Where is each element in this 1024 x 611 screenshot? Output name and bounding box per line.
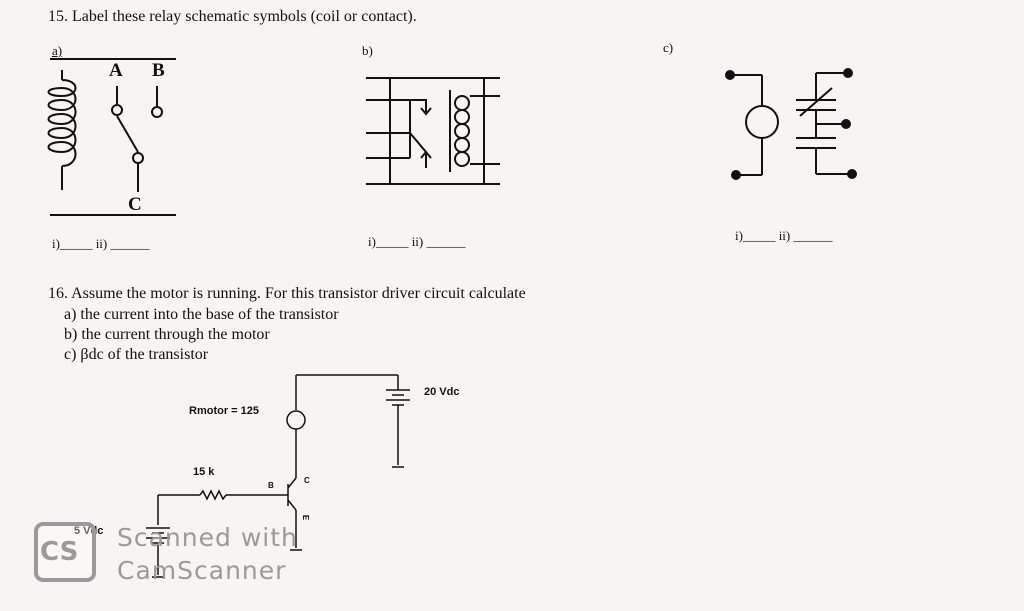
relay-c-symbol xyxy=(725,68,857,180)
resistor-15k-label: 15 k xyxy=(193,466,215,478)
contact-b-label: B xyxy=(152,60,165,81)
question-16-part-a: a) the current into the base of the tran… xyxy=(64,306,339,323)
contact-c-label: C xyxy=(128,194,142,215)
motor-resistance-label: Rmotor = 125 xyxy=(189,405,259,417)
part-a-label: a) xyxy=(52,43,63,58)
answer-blanks-b: i)_____ ii) ______ xyxy=(368,234,466,249)
answer-blanks-c: i)_____ ii) ______ xyxy=(735,228,833,243)
part-b-label: b) xyxy=(362,43,373,58)
watermark-line-2: CamScanner xyxy=(117,556,287,585)
question-16-title: 16. Assume the motor is running. For thi… xyxy=(48,285,526,302)
supply-20v-label: 20 Vdc xyxy=(424,386,460,398)
question-16-part-c: c) βdc of the transistor xyxy=(64,346,209,363)
relay-a-symbol xyxy=(47,58,176,216)
answer-blanks-a: i)_____ ii) ______ xyxy=(52,236,150,251)
base-pin-label: B xyxy=(268,481,274,490)
emitter-pin-label: E xyxy=(301,514,311,521)
relay-b-symbol xyxy=(366,77,500,185)
question-16-part-b: b) the current through the motor xyxy=(64,326,270,343)
transistor-circuit xyxy=(146,374,410,578)
part-c-label: c) xyxy=(663,40,674,55)
watermark-line-1: Scanned with xyxy=(117,523,298,552)
contact-a-label: A xyxy=(109,60,123,81)
collector-pin-label: C xyxy=(304,476,310,485)
question-15-title: 15. Label these relay schematic symbols … xyxy=(48,8,417,25)
camscanner-logo xyxy=(34,522,96,582)
camscanner-logo-text: CS xyxy=(40,537,79,567)
supply-5v-label: 5 Vdc xyxy=(74,525,104,537)
